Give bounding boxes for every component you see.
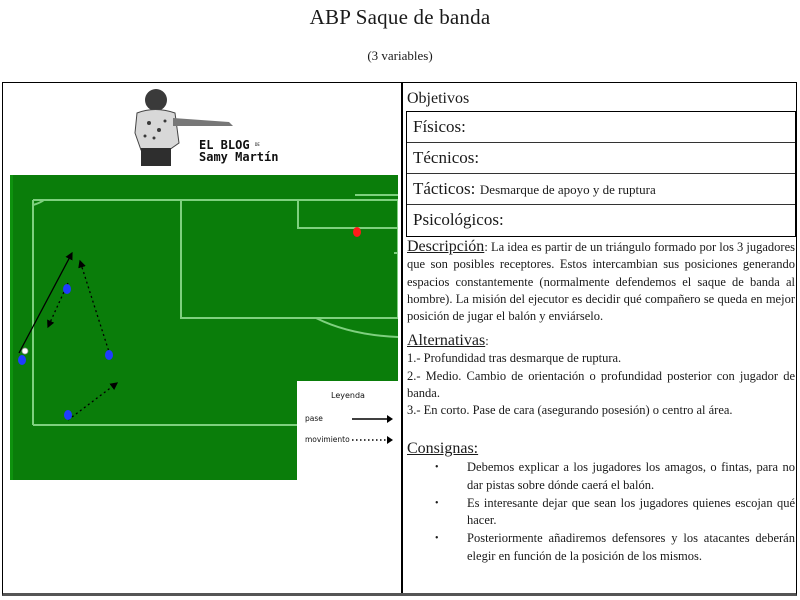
objetivo-label: Tácticos:: [413, 179, 476, 198]
page-subtitle: (3 variables): [367, 48, 433, 63]
legend-item-pass: pase: [305, 414, 323, 423]
alternativas-section: Alternativas: 1.- Profundidad tras desma…: [407, 332, 795, 419]
objetivo-tecnicos: Técnicos:: [407, 143, 795, 174]
solid-arrow-icon: [352, 415, 393, 423]
bullet-icon: •: [435, 462, 439, 474]
pass-arrow: [18, 251, 73, 354]
attacker-player-icon: [18, 355, 26, 365]
page-title: ABP Saque de banda: [309, 5, 491, 29]
logo-text-line2: Samy Martín: [199, 150, 278, 164]
consignas-list: •Debemos explicar a los jugadores los am…: [407, 459, 795, 565]
pitch-lines: [32, 194, 398, 426]
attacking-players: [18, 284, 113, 420]
svg-text:DE: DE: [255, 142, 260, 147]
alternativa-item: 2.- Medio. Cambio de orientación o profu…: [407, 368, 795, 400]
descripcion-heading: Descripción: [407, 238, 485, 255]
objetivo-label: Físicos:: [413, 117, 466, 136]
attacker-player-icon: [105, 350, 113, 360]
consigna-item: •Posteriormente añadiremos defensores y …: [435, 531, 795, 563]
objetivos-heading: Objetivos: [407, 90, 470, 107]
movement-arrow: [67, 382, 119, 421]
legend-title: Leyenda: [331, 391, 365, 400]
defender-player-icon: [353, 227, 361, 237]
ball-icon: [21, 347, 29, 355]
attacker-player-icon: [63, 284, 71, 294]
diagram-legend: Leyenda pase movimiento: [297, 381, 399, 480]
movement-arrow: [47, 282, 69, 329]
objetivo-psicologicos: Psicológicos:: [407, 205, 795, 236]
objetivos-table: Físicos: Técnicos: Tácticos: Desmarque d…: [406, 111, 796, 237]
bullet-icon: •: [435, 533, 439, 545]
objetivo-label: Psicológicos:: [413, 210, 504, 229]
column-divider: [401, 83, 403, 593]
consigna-item: •Es interesante dejar que sean los jugad…: [435, 495, 795, 528]
consignas-section: Consignas: •Debemos explicar a los jugad…: [407, 440, 795, 566]
consigna-item: •Debemos explicar a los jugadores los am…: [435, 460, 795, 492]
objetivo-value: Desmarque de apoyo y de ruptura: [479, 182, 656, 197]
objetivo-tacticos: Tácticos: Desmarque de apoyo y de ruptur…: [407, 174, 795, 205]
dotted-arrow-icon: [352, 436, 393, 444]
descripcion-section: Descripción: La idea es partir de un tri…: [407, 238, 795, 324]
objetivo-fisicos: Físicos:: [407, 112, 795, 143]
bullet-icon: •: [435, 497, 439, 509]
content-cell: Objetivos Físicos: Técnicos: Tácticos: D…: [404, 83, 796, 593]
legend-item-movement: movimiento: [305, 435, 350, 444]
attacker-player-icon: [64, 410, 72, 420]
exercise-table: EL BLOG DE Samy Martín: [2, 82, 797, 596]
movement-arrow: [78, 259, 111, 356]
alternativa-item: 3.- En corto. Pase de cara (asegurando p…: [407, 403, 733, 418]
consignas-heading: Consignas:: [407, 440, 479, 457]
pitch-diagram: [10, 175, 398, 480]
alternativas-heading: Alternativas: [407, 332, 486, 349]
descripcion-text: La idea es partir de un triángulo formad…: [407, 240, 795, 324]
blog-logo-image: EL BLOG DE Samy Martín: [134, 89, 278, 166]
logo-text-line1: EL BLOG: [199, 138, 250, 152]
objetivo-label: Técnicos:: [413, 148, 480, 167]
alternativa-item: 1.- Profundidad tras desmarque de ruptur…: [407, 351, 622, 366]
